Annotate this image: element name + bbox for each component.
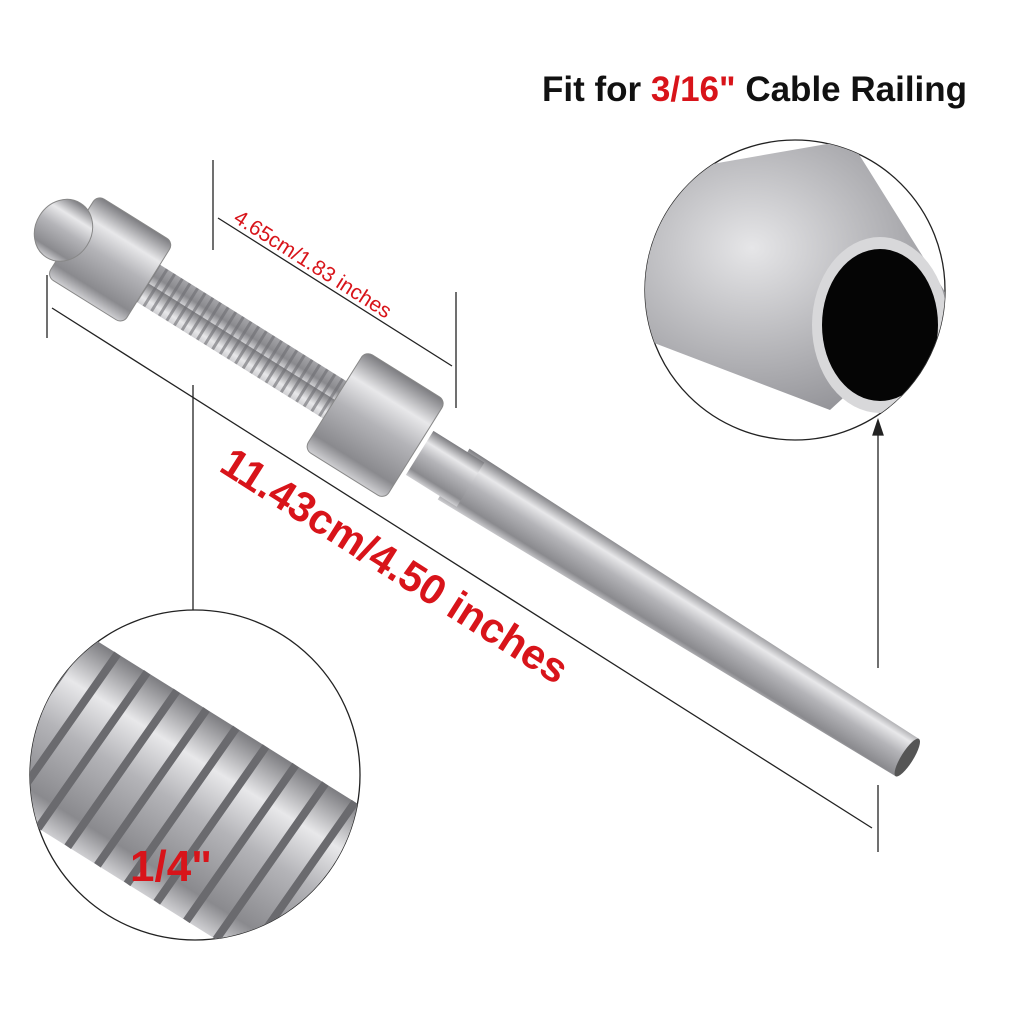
product-headline: Fit for 3/16" Cable Railing (542, 70, 967, 110)
headline-prefix: Fit for (542, 70, 651, 109)
cable-railing-fitting (33, 197, 921, 777)
thread-size-label: 1/4" (130, 842, 213, 891)
dimension-lines (46, 160, 884, 852)
headline-suffix: Cable Railing (735, 70, 968, 109)
cable-size: 3/16" (650, 70, 736, 109)
thread-magnified (29, 609, 361, 941)
tube-end-magnified (644, 139, 946, 441)
